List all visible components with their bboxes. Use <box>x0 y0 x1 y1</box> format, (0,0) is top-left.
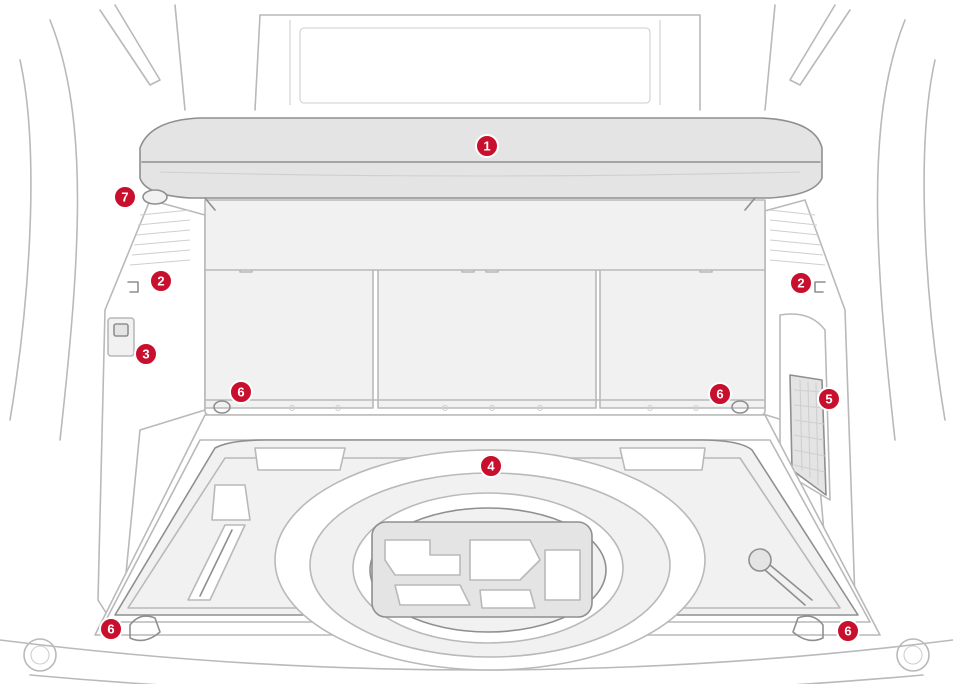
callout-6-lower-right-marker <box>836 619 860 643</box>
right-net-pocket <box>779 313 831 501</box>
callout-6-upper-left: 6 <box>229 380 253 404</box>
callout-2-right: 2 <box>789 271 813 295</box>
callout-4-marker <box>479 454 503 478</box>
callout-3-marker <box>134 342 158 366</box>
right-vent-slats <box>769 209 826 266</box>
callout-6-lower-left-label: 6 <box>107 622 114 637</box>
callout-2-left-marker <box>149 269 173 293</box>
callout-3-label: 3 <box>142 347 149 362</box>
callout-6-upper-left-marker <box>229 380 253 404</box>
callout-4: 4 <box>479 454 503 478</box>
callout-4-label: 4 <box>487 459 495 474</box>
callout-5-label: 5 <box>825 392 832 407</box>
callout-6-lower-right: 6 <box>836 619 860 643</box>
callout-6-lower-left: 6 <box>99 617 123 641</box>
callout-6-lower-left-marker <box>99 617 123 641</box>
callout-6-upper-right-marker <box>708 382 732 406</box>
boot-side-panels <box>97 199 856 636</box>
socket-shape <box>142 189 168 205</box>
left-vent-slats <box>129 209 191 266</box>
callout-6-upper-right-label: 6 <box>716 387 723 402</box>
callout-2-right-label: 2 <box>797 276 804 291</box>
callout-2-left: 2 <box>149 269 173 293</box>
callout-1: 1 <box>475 134 499 158</box>
callout-2-left-label: 2 <box>157 274 164 289</box>
callout-5-marker <box>817 387 841 411</box>
callout-3: 3 <box>134 342 158 366</box>
callout-6-lower-right-label: 6 <box>844 624 851 639</box>
callout-7-label: 7 <box>121 190 128 205</box>
parcel-shelf <box>139 117 823 271</box>
boot-floor <box>94 400 881 671</box>
right-hook-shape <box>814 281 826 293</box>
callout-6-upper-right: 6 <box>708 382 732 406</box>
callout-6-upper-left-label: 6 <box>237 385 244 400</box>
callout-7-marker <box>113 185 137 209</box>
callout-7: 7 <box>113 185 137 209</box>
callout-5: 5 <box>817 387 841 411</box>
callout-1-label: 1 <box>483 139 490 154</box>
callout-1-marker <box>475 134 499 158</box>
callout-2-right-marker <box>789 271 813 295</box>
left-hook-shape <box>127 281 139 293</box>
